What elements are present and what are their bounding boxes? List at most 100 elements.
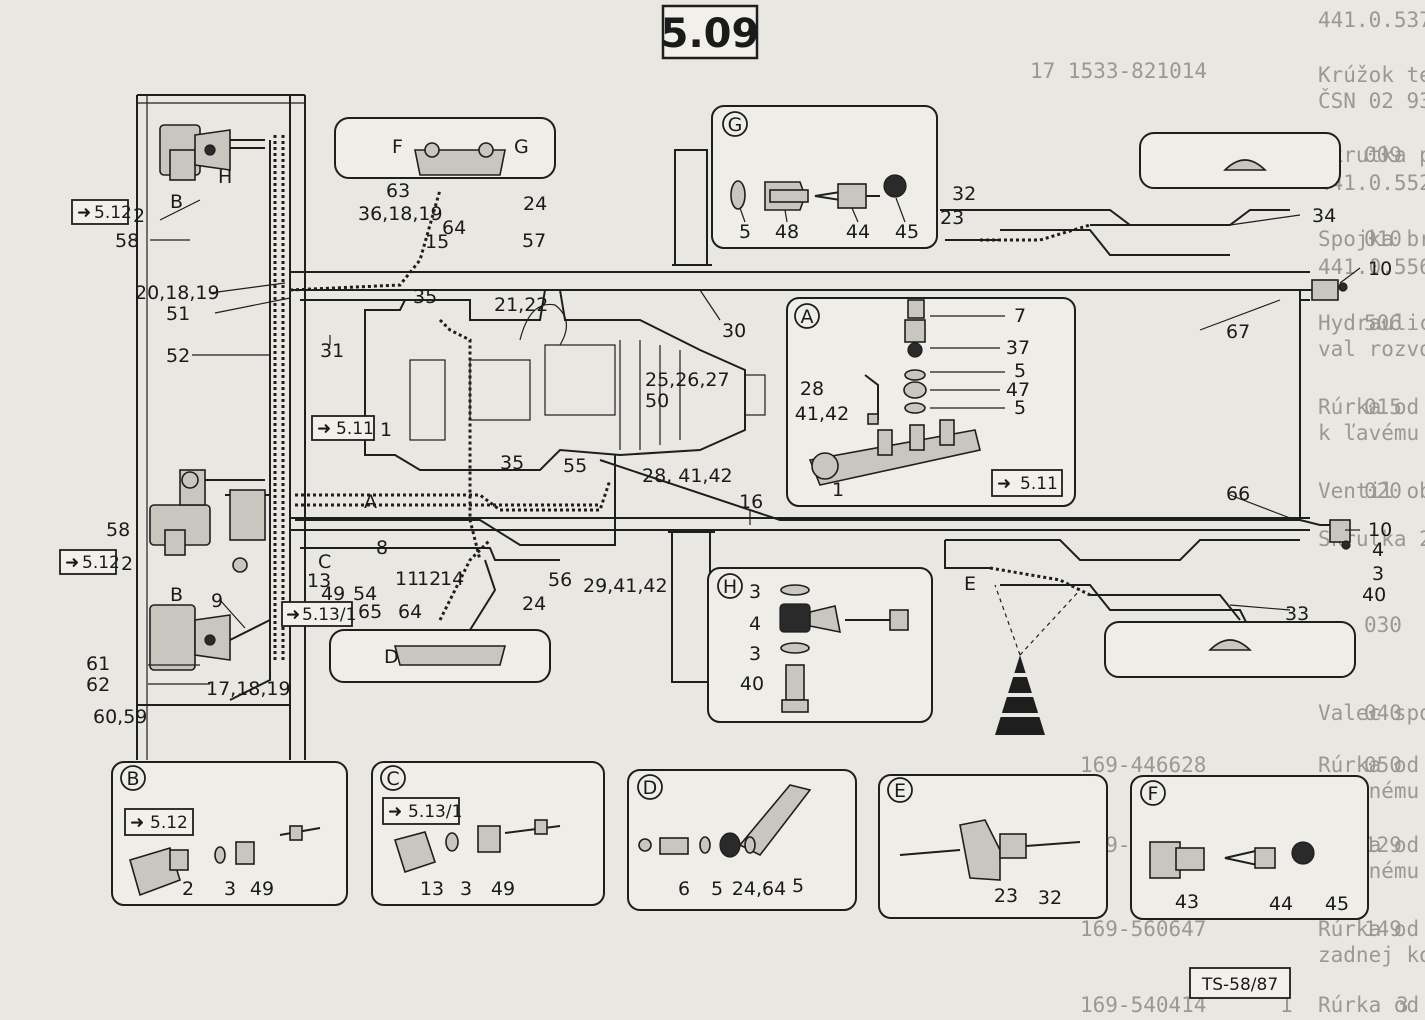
- ref-arrow-icon: ➜: [997, 474, 1011, 494]
- svg-text:5.12: 5.12: [150, 813, 188, 833]
- callout-55: 55: [563, 455, 587, 477]
- rear-valves: [1311, 279, 1351, 550]
- svg-text:010: 010: [1364, 227, 1402, 251]
- callout-H: H: [218, 166, 232, 188]
- svg-text:009: 009: [1364, 143, 1402, 167]
- callout-12: 12: [417, 568, 441, 590]
- svg-text:7: 7: [1014, 305, 1026, 327]
- svg-text:Rúrka od hlavného valca: Rúrka od hlavného valca: [1318, 395, 1425, 419]
- ref-box-512-top[interactable]: ➜ 5.12: [71, 199, 132, 225]
- drawing-code: TS-58/87: [1201, 975, 1278, 995]
- svg-text:Valec spojky hlavný: Valec spojky hlavný: [1318, 701, 1425, 725]
- ref-box-511-main[interactable]: ➜ 5.11: [311, 415, 375, 441]
- callout-49: 49: [321, 583, 345, 605]
- callout-9: 9: [211, 590, 223, 612]
- svg-text:2: 2: [182, 878, 194, 900]
- callout-66: 66: [1226, 483, 1250, 505]
- callout-31: 31: [320, 340, 344, 362]
- detail-E: E 23 32: [878, 774, 1108, 919]
- callout-51: 51: [166, 303, 190, 325]
- callout-E: E: [964, 573, 976, 595]
- ref-arrow-icon: ➜: [317, 419, 331, 439]
- callout-28-41-42: 28, 41,42: [642, 465, 733, 487]
- detail-letter-D: D: [643, 777, 658, 799]
- svg-text:49: 49: [250, 878, 274, 900]
- callout-3-main: 3: [1372, 563, 1384, 585]
- drawing-code-box: TS-58/87: [1189, 967, 1291, 999]
- detail-G: G 5 48 44 45: [711, 105, 938, 249]
- svg-text:015: 015: [1364, 395, 1402, 419]
- callout-58-bottom: 58: [106, 519, 130, 541]
- callout-11: 11: [395, 568, 419, 590]
- wheels: [329, 117, 1356, 683]
- detail-letter-G: G: [728, 114, 743, 136]
- svg-text:1: 1: [832, 479, 844, 501]
- ref-box-512-B[interactable]: ➜ 5.12: [124, 808, 194, 836]
- svg-text:5: 5: [1014, 360, 1026, 382]
- svg-text:169-446628: 169-446628: [1080, 753, 1206, 777]
- svg-text:k ľavému posilňovaču: k ľavému posilňovaču: [1318, 421, 1425, 445]
- brake-boosters: [149, 124, 266, 671]
- ref-box-512-bottom[interactable]: ➜ 5.12: [59, 549, 120, 575]
- svg-text:ČSN 02 9310.2: ČSN 02 9310.2: [1318, 88, 1425, 113]
- ref-arrow-icon: ➜: [130, 813, 144, 833]
- ref-box-511-A[interactable]: ➜ 5.11: [991, 469, 1063, 497]
- callout-D: D: [384, 646, 399, 668]
- svg-text:3: 3: [749, 643, 761, 665]
- detail-letter-B: B: [126, 768, 139, 790]
- callout-30: 30: [722, 320, 746, 342]
- ref-box-513-main[interactable]: ➜ 5.13/1: [281, 601, 356, 627]
- svg-text:5: 5: [1014, 397, 1026, 419]
- callout-1-main: 1: [380, 419, 392, 441]
- callout-24-bottom: 24: [522, 593, 546, 615]
- svg-text:5: 5: [711, 878, 723, 900]
- callout-17-18-19: 17,18,19: [206, 678, 291, 700]
- svg-text:040: 040: [1364, 701, 1402, 725]
- detail-C: C ➜ 5.13/1 13 3 49: [371, 761, 605, 906]
- svg-text:Rúrka od pravej rozvodky k ľav: Rúrka od pravej rozvodky k ľavému: [1318, 753, 1425, 777]
- svg-text:48: 48: [775, 221, 799, 243]
- callout-16: 16: [739, 491, 763, 513]
- callout-64-bottom: 64: [398, 601, 422, 623]
- callout-56: 56: [548, 569, 572, 591]
- svg-text:441.0.5374-153.6: 441.0.5374-153.6: [1318, 8, 1425, 32]
- ref-arrow-icon: ➜: [388, 802, 402, 822]
- svg-text:Rúrka od ľavej rozvodky k ľave: Rúrka od ľavej rozvodky k ľavej: [1318, 917, 1425, 941]
- callout-C: C: [318, 551, 331, 573]
- detail-D: D 6 5 24,64 5: [627, 769, 857, 911]
- ref-arrow-icon: ➜: [286, 605, 300, 625]
- svg-text:5: 5: [739, 221, 751, 243]
- callout-32-main: 32: [952, 183, 976, 205]
- callout-B-bottom: B: [170, 584, 183, 606]
- detail-B: B ➜ 5.12 2 3 49: [111, 761, 348, 906]
- callout-A: A: [364, 491, 377, 513]
- callout-64-top: 64: [442, 217, 466, 239]
- callout-54: 54: [353, 583, 377, 605]
- svg-text:44: 44: [1269, 893, 1293, 915]
- svg-text:3: 3: [224, 878, 236, 900]
- callout-10-top: 10: [1368, 258, 1392, 280]
- svg-text:zadnej kolesu úplná: zadnej kolesu úplná: [1318, 943, 1425, 967]
- view-direction-icon: [990, 655, 1050, 735]
- ref-box-513-C[interactable]: ➜ 5.13/1: [382, 797, 462, 825]
- svg-text:40: 40: [740, 673, 764, 695]
- svg-text:Rúrka od ľavej rozvodky k ľavé: Rúrka od ľavej rozvodky k ľavému: [1318, 993, 1425, 1017]
- svg-text:Krúžok tesniaci 10x14: Krúžok tesniaci 10x14: [1318, 63, 1425, 87]
- callout-29-41-42: 29,41,42: [583, 575, 668, 597]
- svg-text:28: 28: [800, 378, 824, 400]
- svg-text:5.12: 5.12: [82, 553, 120, 573]
- callout-57: 57: [522, 230, 546, 252]
- svg-text:030: 030: [1364, 613, 1402, 637]
- ref-arrow-icon: ➜: [77, 203, 91, 223]
- chassis-frame: [136, 94, 1310, 760]
- callout-13: 13: [307, 570, 331, 592]
- figure-number-box: 5.09: [661, 4, 759, 60]
- detail-F: F 43 44 45: [1130, 775, 1369, 920]
- svg-text:41,42: 41,42: [795, 403, 849, 425]
- svg-text:441.0.5562-117.6: 441.0.5562-117.6: [1318, 255, 1425, 279]
- svg-text:506: 506: [1364, 311, 1402, 335]
- callout-40-main: 40: [1362, 584, 1386, 606]
- svg-text:4: 4: [749, 613, 761, 635]
